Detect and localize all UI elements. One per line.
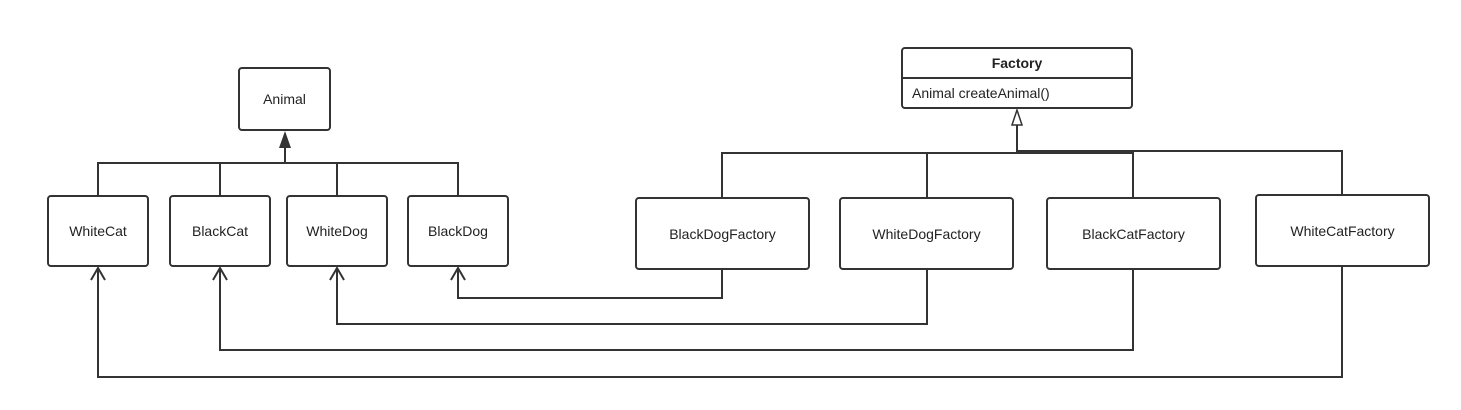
- blackdogfactory-class: BlackDogFactory: [635, 197, 810, 270]
- whitedog-class-name: WhiteDog: [306, 223, 367, 239]
- creation-line-blackcat: [219, 268, 1134, 351]
- inheritance-lines-animal: [97, 131, 459, 196]
- creation-arrow-blackcat: [212, 266, 228, 281]
- blackcat-class: BlackCat: [169, 195, 271, 267]
- inheritance-lines-factory: [721, 107, 1343, 198]
- creation-arrow-whitecat: [90, 266, 106, 281]
- creation-arrow-whitedog: [329, 266, 345, 281]
- factory-class: Factory Animal createAnimal(): [901, 47, 1133, 109]
- creation-line-whitedog: [336, 268, 928, 325]
- blackcatfactory-class: BlackCatFactory: [1046, 197, 1221, 270]
- animal-class-name: Animal: [263, 91, 306, 107]
- whitecatfactory-class-name: WhiteCatFactory: [1290, 223, 1394, 239]
- creation-line-blackdog: [457, 268, 723, 299]
- animal-class: Animal: [238, 67, 331, 131]
- whitedogfactory-class-name: WhiteDogFactory: [872, 226, 980, 242]
- blackdogfactory-class-name: BlackDogFactory: [669, 226, 776, 242]
- blackdog-class: BlackDog: [407, 195, 509, 267]
- creation-line-whitecat: [97, 266, 1343, 378]
- whitedogfactory-class: WhiteDogFactory: [839, 197, 1014, 270]
- blackcat-class-name: BlackCat: [192, 223, 248, 239]
- factory-class-name: Factory: [992, 55, 1043, 71]
- creation-arrow-blackdog: [450, 266, 466, 281]
- whitedog-class: WhiteDog: [286, 195, 388, 267]
- factory-method: Animal createAnimal(): [912, 85, 1050, 101]
- blackdog-class-name: BlackDog: [428, 223, 488, 239]
- whitecat-class-name: WhiteCat: [69, 223, 127, 239]
- inheritance-arrow-animal: [279, 131, 291, 148]
- inheritance-arrow-factory: [1010, 107, 1024, 126]
- creation-lines: [90, 266, 1343, 378]
- whitecat-class: WhiteCat: [47, 195, 149, 267]
- blackcatfactory-class-name: BlackCatFactory: [1082, 226, 1185, 242]
- whitecatfactory-class: WhiteCatFactory: [1255, 194, 1430, 267]
